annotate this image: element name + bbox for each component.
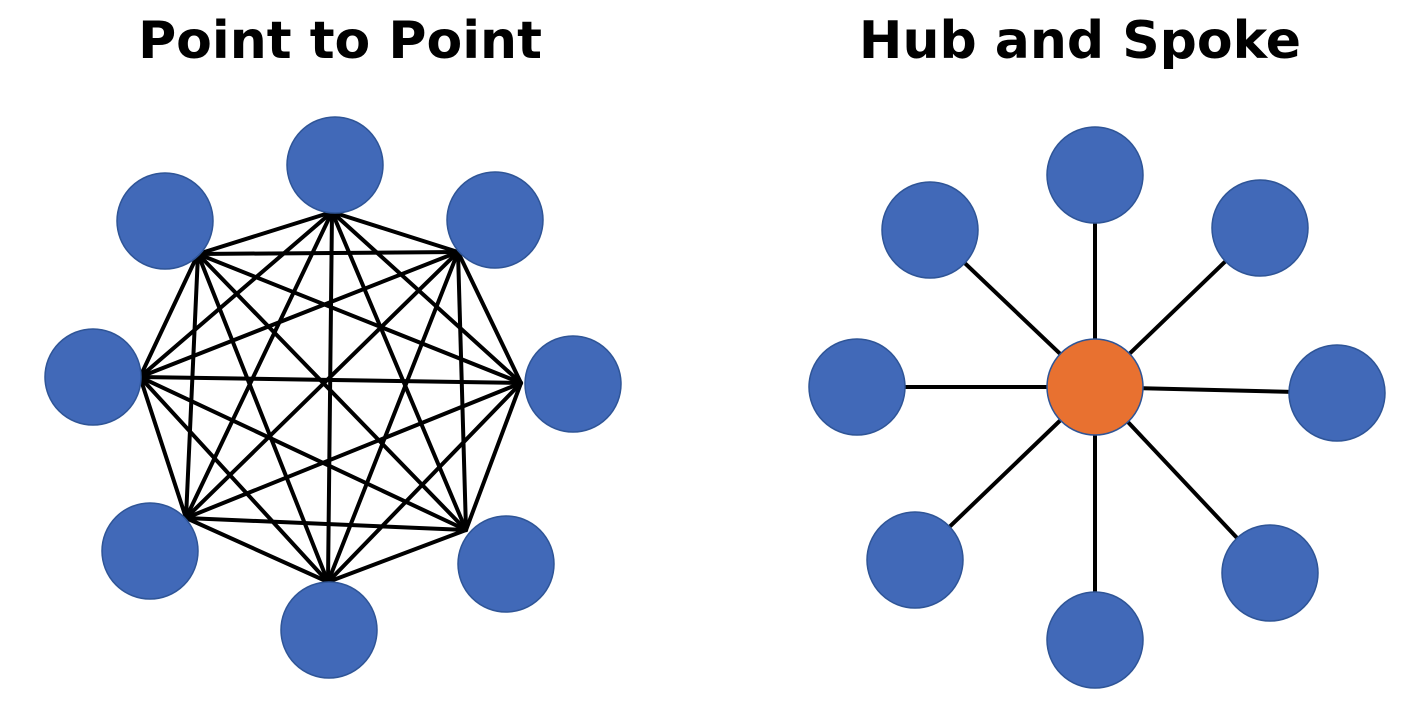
mesh-link: [326, 528, 468, 584]
mesh-link: [138, 375, 330, 584]
spoke-nodes: [808, 126, 1386, 689]
mesh-link: [138, 375, 523, 385]
hub-and-spoke-diagram: [808, 126, 1386, 689]
mesh-link: [330, 210, 523, 385]
mesh-link: [464, 381, 523, 532]
mesh-node: [286, 116, 384, 214]
spoke-node: [1046, 126, 1144, 224]
mesh-nodes: [44, 116, 622, 679]
mesh-link: [138, 252, 200, 379]
mesh-link: [184, 252, 200, 520]
mesh-link: [196, 252, 523, 385]
spoke-node: [1221, 524, 1319, 622]
mesh-link: [326, 210, 334, 584]
point-to-point-diagram: [44, 116, 622, 679]
mesh-link: [196, 250, 460, 256]
mesh-link: [330, 210, 468, 532]
mesh-link: [330, 210, 460, 254]
point-to-point-title: Point to Point: [138, 11, 542, 71]
hub-node: [1046, 338, 1144, 436]
mesh-node: [116, 172, 214, 270]
mesh-link: [184, 381, 523, 520]
spoke-node: [866, 511, 964, 609]
spoke-node: [808, 338, 906, 436]
mesh-node: [101, 502, 199, 600]
mesh-link: [184, 210, 334, 520]
mesh-node: [524, 335, 622, 433]
spoke-node: [881, 181, 979, 279]
mesh-link: [138, 375, 188, 520]
spoke-node: [1046, 591, 1144, 689]
mesh-link: [456, 250, 468, 532]
mesh-link: [326, 381, 523, 584]
mesh-link: [184, 516, 330, 584]
mesh-connections: [138, 210, 523, 584]
mesh-node: [457, 515, 555, 613]
mesh-link: [138, 375, 468, 532]
mesh-link: [456, 250, 523, 385]
hub-and-spoke-title: Hub and Spoke: [858, 11, 1302, 71]
mesh-node: [446, 171, 544, 269]
mesh-link: [196, 210, 334, 256]
mesh-link: [184, 516, 468, 532]
mesh-link: [196, 252, 330, 584]
spoke-node: [1211, 179, 1309, 277]
mesh-node: [44, 328, 142, 426]
mesh-link: [196, 252, 468, 532]
spoke-node: [1288, 344, 1386, 442]
mesh-node: [280, 581, 378, 679]
